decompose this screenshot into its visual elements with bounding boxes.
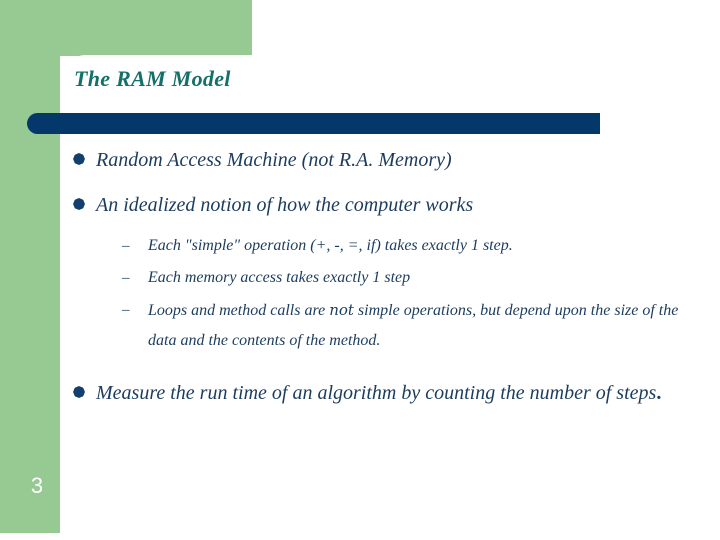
slide-title: The RAM Model xyxy=(74,66,231,91)
bullet-item-idealized-notion: An idealized notion of how the computer … xyxy=(60,190,710,221)
sub-bullet-item-simple-operation: – Each "simple" operation (+, -, =, if) … xyxy=(60,231,710,261)
sub-bullet-text: Loops and method calls are not simple op… xyxy=(148,295,710,356)
navy-divider-bar-decoration xyxy=(27,113,600,134)
bullet-text: An idealized notion of how the computer … xyxy=(96,194,474,216)
green-top-block-decoration xyxy=(0,0,252,56)
slide-body: Random Access Machine (not R.A. Memory) … xyxy=(60,145,710,525)
green-left-strip-decoration xyxy=(0,56,60,533)
sub-bullet-text-part-2: simple operations, but depend upon the s… xyxy=(148,302,679,349)
bullet-text-end-period: . xyxy=(656,382,662,404)
filled-circle-bullet-icon xyxy=(71,145,96,176)
bullet-text: Measure the run time of an algorithm by … xyxy=(96,378,710,409)
sub-bullet-text: Each memory access takes exactly 1 step xyxy=(148,269,411,286)
sub-bullet-list: – Each "simple" operation (+, -, =, if) … xyxy=(60,231,710,356)
sub-bullet-item-memory-access: – Each memory access takes exactly 1 ste… xyxy=(60,263,710,293)
bullet-item-random-access-machine: Random Access Machine (not R.A. Memory) xyxy=(60,145,710,176)
bullet-text: Random Access Machine (not R.A. Memory) xyxy=(96,149,452,171)
bullet-item-measure-run-time: Measure the run time of an algorithm by … xyxy=(60,378,710,409)
en-dash-bullet-icon: – xyxy=(122,270,130,286)
filled-circle-bullet-icon xyxy=(71,378,96,409)
sub-bullet-text-part-1: Loops and method calls are xyxy=(148,302,330,319)
page-number: 3 xyxy=(30,473,44,498)
sub-bullet-text: Each "simple" operation (+, -, =, if) ta… xyxy=(148,237,513,254)
en-dash-bullet-icon: – xyxy=(122,302,130,318)
filled-circle-bullet-icon xyxy=(71,190,96,221)
bullet-text-main: Measure the run time of an algorithm by … xyxy=(96,382,657,404)
en-dash-bullet-icon: – xyxy=(122,238,130,254)
emphasized-word-not: not xyxy=(329,301,354,319)
white-rounded-panel-decoration xyxy=(60,55,720,115)
sub-bullet-item-loops-method-calls: – Loops and method calls are not simple … xyxy=(60,295,710,356)
